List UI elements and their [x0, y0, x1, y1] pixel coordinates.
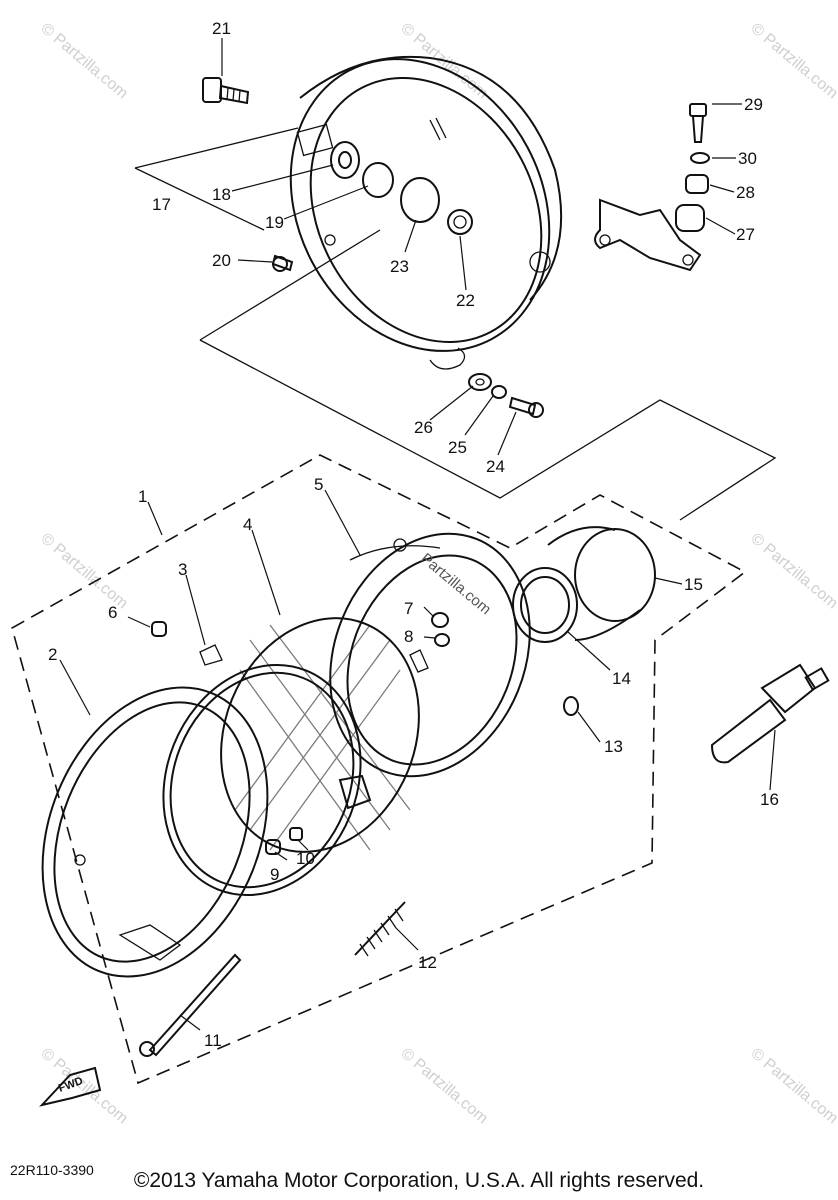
callout-19: 19: [265, 213, 284, 232]
part-12-spring: [354, 901, 406, 957]
callout-14: 14: [612, 669, 631, 688]
part-20-screw: [271, 254, 294, 272]
callout-6: 6: [108, 603, 117, 622]
callout-16: 16: [760, 790, 779, 809]
callout-28: 28: [736, 183, 755, 202]
copyright-notice: ©2013 Yamaha Motor Corporation, U.S.A. A…: [133, 1169, 705, 1192]
callout-9: 9: [270, 865, 279, 884]
callout-22: 22: [456, 291, 475, 310]
part-14-cap: [512, 567, 578, 643]
part-15-cover: [547, 526, 656, 641]
part-5-reflector: [329, 532, 531, 778]
part-16-bulb: [710, 663, 830, 764]
callout-26: 26: [414, 418, 433, 437]
callout-29: 29: [744, 95, 763, 114]
callout-24: 24: [486, 457, 505, 476]
part-11-screw: [139, 953, 242, 1057]
center-watermark: Partzilla.com: [417, 550, 494, 618]
part-3-ring: [162, 644, 362, 897]
watermark: © Partzilla.com: [37, 530, 131, 612]
callout-10: 10: [296, 849, 315, 868]
callout-15: 15: [684, 575, 703, 594]
watermark: © Partzilla.com: [397, 1045, 491, 1127]
watermark: © Partzilla.com: [747, 20, 838, 102]
part-4-lens: [220, 617, 420, 853]
callout-4: 4: [243, 515, 252, 534]
callout-27: 27: [736, 225, 755, 244]
callout-5: 5: [314, 475, 323, 494]
small-hardware: [151, 612, 579, 855]
parts-24-25-26: [468, 373, 544, 418]
watermark: © Partzilla.com: [747, 1045, 838, 1127]
leader-lines: [59, 38, 776, 1031]
callout-12: 12: [418, 953, 437, 972]
callout-23: 23: [390, 257, 409, 276]
callout-2: 2: [48, 645, 57, 664]
callout-18: 18: [212, 185, 231, 204]
parts-22-23: [447, 209, 473, 235]
callout-13: 13: [604, 737, 623, 756]
parts-17-18-19: [330, 141, 440, 223]
callout-3: 3: [178, 560, 187, 579]
callout-25: 25: [448, 438, 467, 457]
assembly-outline: [11, 127, 777, 1085]
part-21-bolt: [202, 77, 250, 105]
headlight-housing: [289, 55, 563, 370]
callout-17: 17: [152, 195, 171, 214]
callout-1: 1: [138, 487, 147, 506]
watermark: © Partzilla.com: [37, 20, 131, 102]
callout-8: 8: [404, 627, 413, 646]
callouts: 21 29 30 28 27 18 17 19 20 23 22 26 25 2…: [48, 19, 779, 1050]
callout-21: 21: [212, 19, 231, 38]
callout-20: 20: [212, 251, 231, 270]
callout-11: 11: [204, 1031, 222, 1050]
diagram-code: 22R110-3390: [10, 1162, 94, 1178]
watermark: © Partzilla.com: [747, 530, 838, 612]
headlight-bracket: [594, 103, 710, 272]
callout-30: 30: [738, 149, 757, 168]
callout-7: 7: [404, 599, 413, 618]
part-2-rim: [41, 686, 269, 978]
